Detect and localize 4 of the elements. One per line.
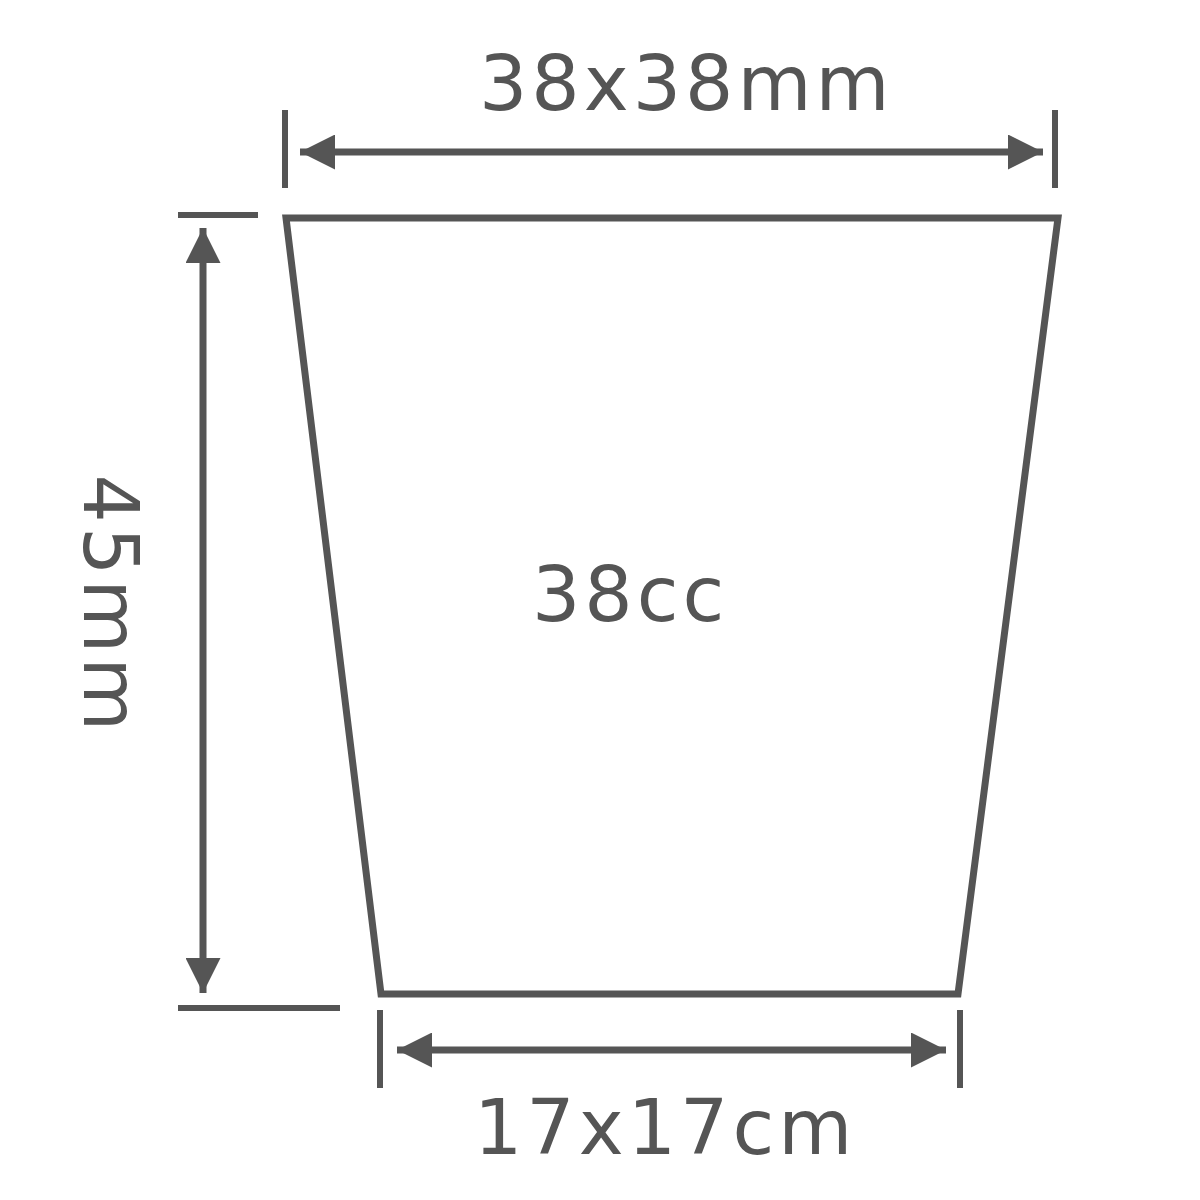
volume-label: 38cc — [532, 557, 729, 633]
dimension-label: 17x17cm — [474, 1090, 857, 1166]
dimension-label: 45mm — [71, 474, 148, 736]
dimension-label: 38x38mm — [479, 46, 894, 122]
